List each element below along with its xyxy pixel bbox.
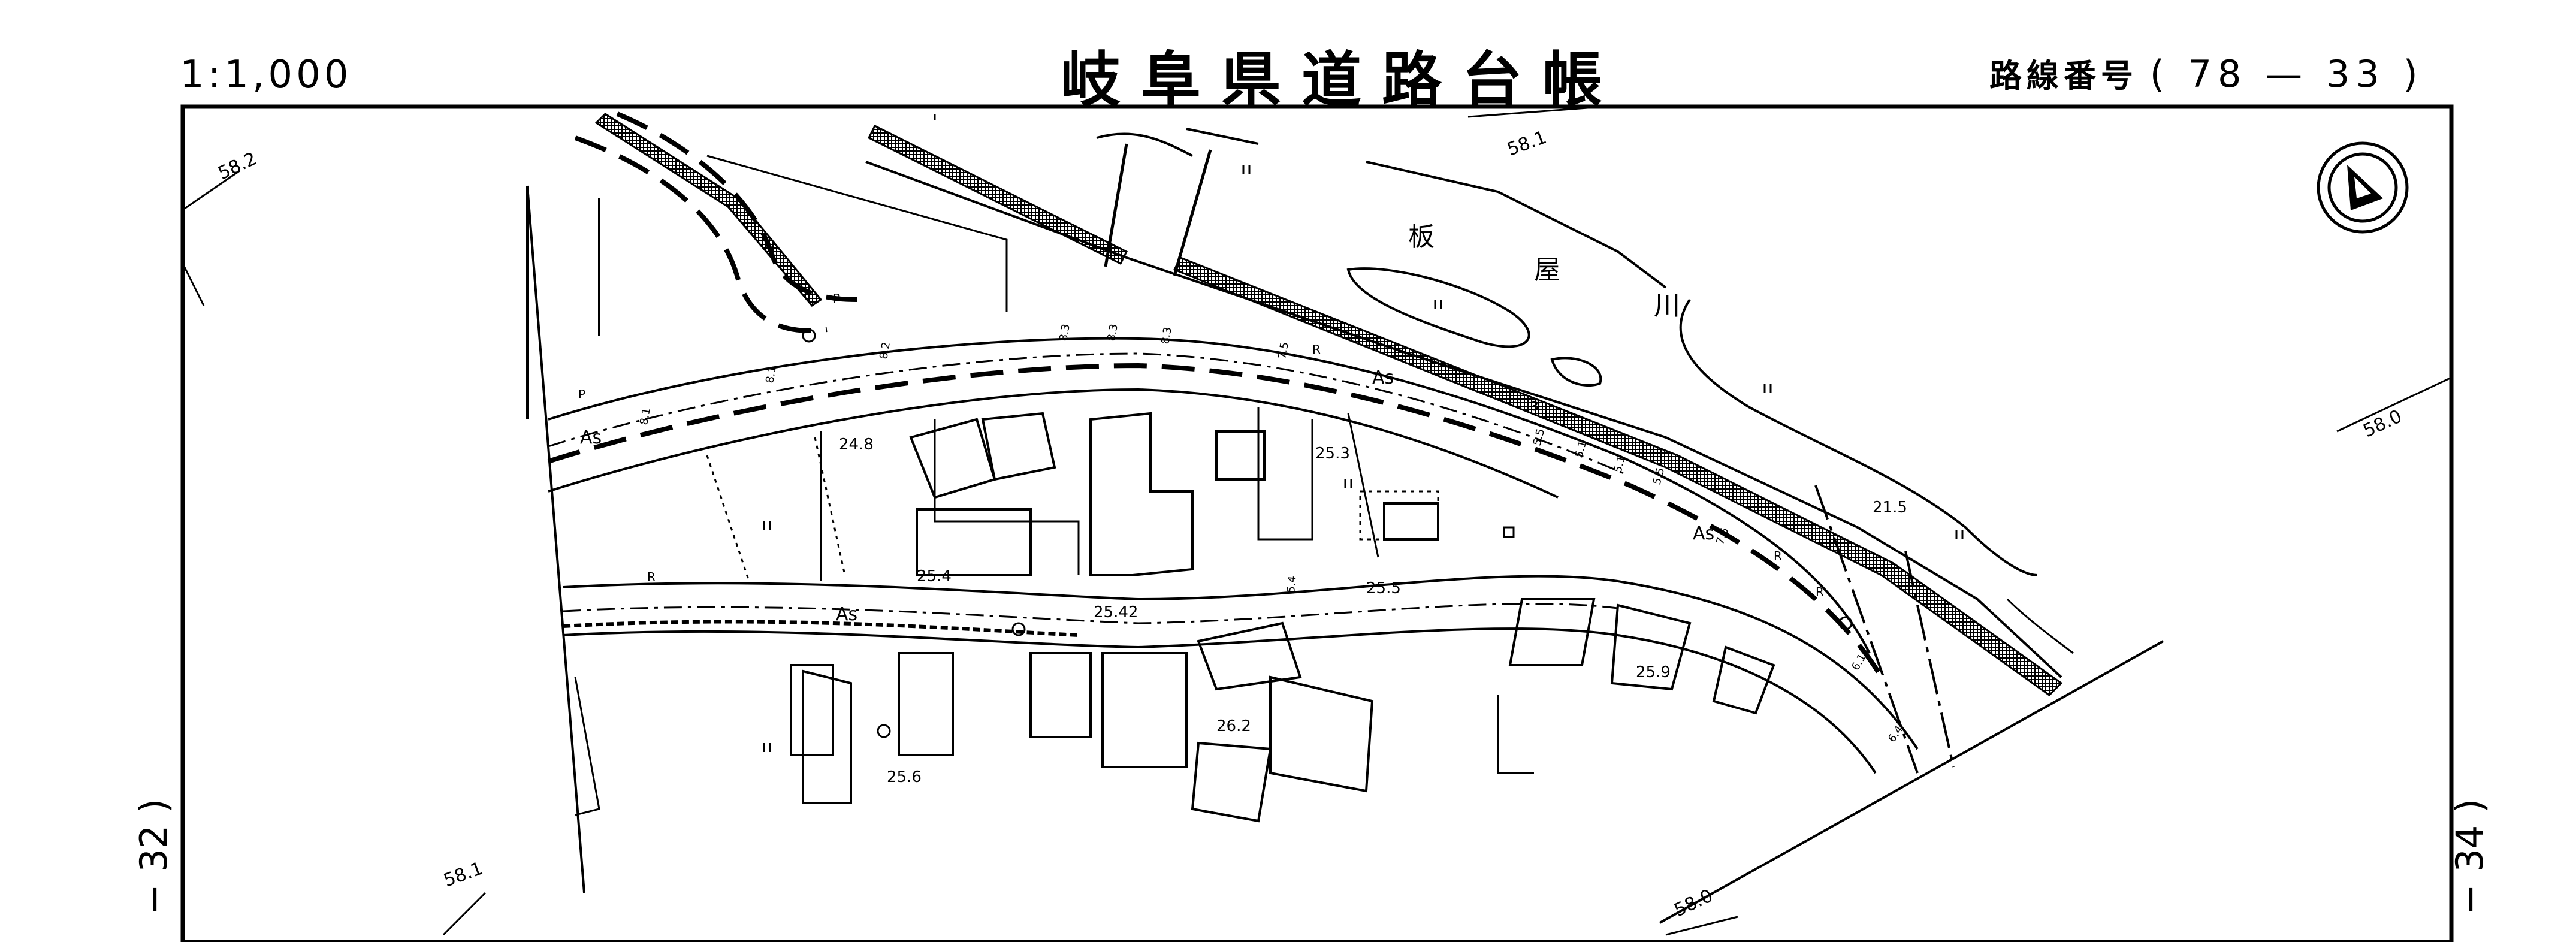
road-ramp <box>526 111 1008 419</box>
road-lower <box>563 575 1919 774</box>
road-upper <box>547 337 1884 679</box>
surface-labels: As As As As <box>580 367 1714 625</box>
embankment-river <box>1173 256 2063 696</box>
elevation-label: 25.4 <box>917 567 952 585</box>
width-label: 8.3 <box>1057 323 1073 342</box>
marker-label: 3 <box>1531 399 1539 413</box>
river-char-3: 川 <box>1654 291 1680 321</box>
river-name: 板 屋 川 <box>1408 222 1680 321</box>
elevation-label: 21.5 <box>1873 499 1907 517</box>
contour-label: 58.1 <box>1505 127 1550 161</box>
width-label: 5.1 <box>1612 454 1629 474</box>
elevation-label: 25.5 <box>1366 579 1401 597</box>
width-labels: 8.1 8.1 8.2 8.3 8.3 8.3 7.5 5.5 5.1 5.1 … <box>638 323 1905 745</box>
elevation-label: 26.2 <box>1216 717 1251 735</box>
surface-label: As <box>836 604 857 625</box>
north-arrow-icon <box>2317 141 2409 234</box>
width-label: 5.5 <box>1651 466 1668 486</box>
width-label: 8.1 <box>638 407 653 426</box>
width-label: 8.3 <box>1159 326 1174 345</box>
river-char-2: 屋 <box>1534 255 1560 285</box>
river-char-1: 板 <box>1408 222 1435 252</box>
contour-ticks <box>182 107 2452 936</box>
marker-label: P <box>833 291 840 306</box>
elevation-labels: 24.8 25.3 25.4 25.42 25.5 21.5 25.9 26.2… <box>839 436 1907 786</box>
marker-label: R <box>1312 342 1321 357</box>
width-label: 5.5 <box>1531 427 1548 447</box>
route-label: 路線番号 <box>1989 57 2138 95</box>
surface-label: As <box>1372 367 1394 388</box>
elevation-label: 24.8 <box>839 436 874 454</box>
manhole-icon <box>802 328 1853 738</box>
surface-label: As <box>1693 523 1714 544</box>
marker-label: R <box>1774 549 1782 563</box>
width-label: 5.4 <box>1285 575 1298 593</box>
width-label: 8.3 <box>1105 323 1121 342</box>
river <box>865 128 2074 678</box>
bridge <box>1104 143 1212 276</box>
surface-label: As <box>580 427 602 448</box>
contour-label: 58.0 <box>1671 885 1716 921</box>
contour-label: 58.1 <box>441 858 486 892</box>
marker-label: R <box>647 570 656 584</box>
route-number-block: 路線番号 ( 78 — 33 ) <box>1989 49 2424 96</box>
contour-label: 58.2 <box>215 148 260 184</box>
contour-labels: 58.2 58.1 58.0 58.1 58.0 <box>215 127 2405 921</box>
width-label: 5.1 <box>1573 439 1590 459</box>
width-label: 8.1 <box>763 365 779 384</box>
boundaries <box>526 185 2164 924</box>
elevation-label: 25.42 <box>1094 603 1138 621</box>
vegetation-icon <box>763 165 1964 752</box>
width-label: 8.2 <box>877 341 893 360</box>
width-label: 7.5 <box>1276 341 1291 360</box>
route-number: ( 78 — 33 ) <box>2149 52 2424 96</box>
contour-label: 58.0 <box>2360 406 2405 442</box>
marker-label: R <box>1816 585 1824 599</box>
embankment-upper <box>867 124 1128 265</box>
buildings <box>574 412 1775 823</box>
marker-labels: P P R R R R 3 <box>578 291 1824 599</box>
elevation-label: 25.9 <box>1636 663 1671 681</box>
elevation-label: 25.6 <box>887 768 922 786</box>
map-frame <box>180 104 2454 942</box>
marker-label: P <box>578 387 585 401</box>
map-scale: 1:1,000 <box>180 53 352 97</box>
elevation-label: 25.3 <box>1315 445 1350 463</box>
map-title: 岐阜県道路台帳 <box>1061 44 1623 115</box>
